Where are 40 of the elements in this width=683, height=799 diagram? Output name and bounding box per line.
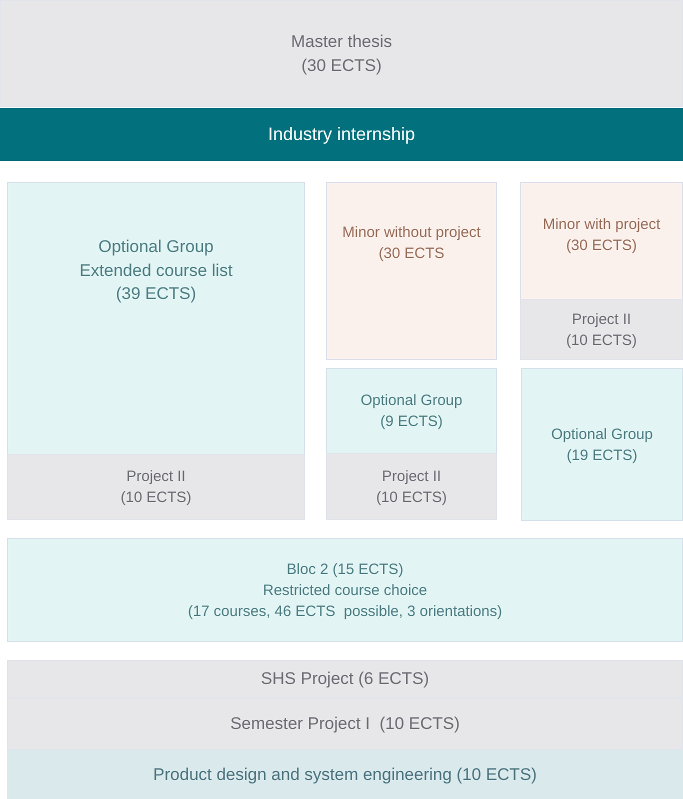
course-block (326, 368, 497, 454)
block-text: (10 ECTS) (120, 488, 192, 508)
block-text: SHS Project (6 ECTS) (260, 668, 430, 690)
course-block (7, 698, 683, 750)
course-block (0, 108, 683, 161)
block-text: Minor without project (342, 223, 481, 243)
block-text: Industry internship (268, 122, 416, 146)
block-text: Minor with project (542, 215, 660, 235)
course-block (7, 538, 683, 642)
block-text: Extended course list (79, 260, 233, 282)
block-text: Optional Group (98, 236, 214, 258)
block-text: (30 ECTS) (566, 236, 637, 256)
block-text: Project II (382, 466, 442, 486)
block-text: Project II (126, 467, 186, 487)
block-text: Restricted course choice (262, 580, 428, 600)
block-text: Optional Group (360, 391, 462, 411)
block-text: (39 ECTS) (116, 283, 196, 306)
course-block (521, 368, 683, 521)
block-text: (9 ECTS) (380, 412, 443, 432)
course-block (7, 660, 683, 698)
block-text: Product design and system engineering (10 ECTS) (153, 764, 537, 786)
course-block (0, 0, 683, 107)
course-block (7, 750, 683, 799)
block-text: Optional Group (551, 424, 653, 444)
course-block (520, 299, 683, 360)
course-block (326, 182, 497, 360)
course-block (520, 182, 683, 300)
block-text: Bloc 2 (15 ECTS) (286, 560, 404, 580)
course-block (326, 453, 497, 520)
block-text: (30 ECTS (378, 244, 444, 264)
block-text: Semester Project I (10 ECTS) (230, 713, 460, 736)
course-block (7, 454, 305, 520)
block-text: (19 ECTS) (566, 446, 638, 466)
block-text: Project II (572, 310, 632, 330)
block-text: (30 ECTS) (301, 54, 382, 76)
block-text: (10 ECTS) (376, 488, 447, 508)
block-text: (10 ECTS) (566, 330, 637, 350)
block-text: (17 courses, 46 ECTS possible, 3 orientations) (188, 602, 502, 622)
block-text: Master thesis (290, 30, 392, 53)
course-block (7, 182, 305, 455)
